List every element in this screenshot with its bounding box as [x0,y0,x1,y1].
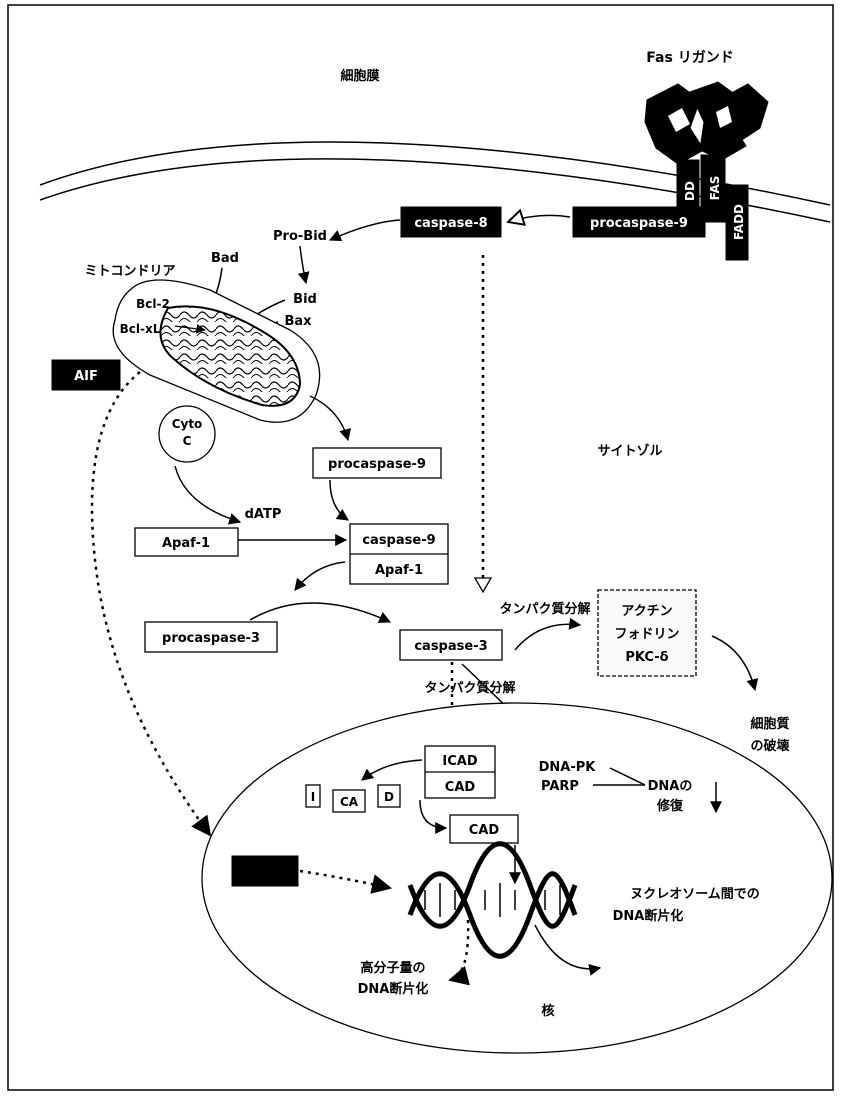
label-caspase8: caspase-8 [414,216,487,231]
label-fodrin: フォドリン [614,627,679,642]
arrow-procasp3-to-casp3 [250,603,390,622]
label-proteolysis1: タンパク質分解 [499,601,590,617]
label-apaf1: Apaf-1 [162,536,210,551]
label-pro-bid: Pro-Bid [273,229,327,244]
label-hmw1: 高分子量の [360,960,425,976]
label-actin: アクチン [621,604,672,619]
label-nucleosome1: ヌクレオソーム間での [630,887,760,902]
label-proteolysis2: タンパク質分解 [424,680,515,696]
label-mitochondria: ミトコンドリア [84,264,175,279]
open-arrowhead-casp8 [475,578,491,592]
arrow-probid-to-bid [300,246,306,283]
label-i-small: I [311,790,315,804]
label-cytoplasm-destroy2: の破壊 [750,738,790,754]
label-cytosol: サイトゾル [597,443,662,459]
label-dnapk: DNA-PK [539,760,597,775]
label-procaspase9-top: procaspase-9 [590,216,688,231]
label-cytoplasm-destroy1: 細胞質 [750,716,789,732]
label-caspase9: caspase-9 [362,533,435,548]
label-procaspase9-mid: procaspase-9 [328,457,426,472]
label-bid: Bid [293,292,317,307]
label-membrane: 細胞膜 [340,68,379,84]
label-apaf1-complex: Apaf-1 [375,563,423,578]
label-dd: DD [683,181,697,201]
label-pkc: PKC-δ [625,650,668,665]
label-fas-ligand: Fas リガンド [646,50,733,66]
label-dna-repair1: DNAの [648,779,693,794]
label-bclxl: Bcl-xL [120,322,161,336]
label-parp: PARP [541,779,579,794]
label-bcl2: Bcl-2 [136,297,170,311]
fas-ligand-shape [645,82,768,164]
label-fadd: FADD [732,204,746,240]
label-bad: Bad [211,251,239,266]
arrow-casp9-curl [295,562,345,590]
label-datp: dATP [245,507,282,522]
label-cad-free: CAD [469,823,500,838]
label-fas: FAS [708,176,722,201]
arrow-casp3-to-substrates [515,624,580,650]
label-nucleosome2: DNA断片化 [613,908,684,924]
label-procaspase3: procaspase-3 [162,631,260,646]
label-icad: ICAD [442,754,477,769]
arrow-procasp9-to-casp8 [508,215,570,222]
arrow-mito-to-procasp9 [310,396,348,440]
arrow-procasp9-to-casp9 [330,480,348,520]
label-aif-top: AIF [74,369,98,384]
label-caspase3: caspase-3 [414,639,487,654]
arrow-substrates-to-destroy [712,636,755,690]
arrow-cytoc-to-apaf [175,466,240,522]
label-bax: Bax [284,314,312,329]
label-nucleus: 核 [541,1003,554,1019]
label-cyto1: Cyto [172,417,203,431]
label-hmw2: DNA断片化 [358,981,429,997]
mito-cristae [160,306,300,406]
label-ca-small: CA [340,795,359,809]
aif-nucleus-box [232,856,298,886]
label-dna-repair2: 修復 [656,798,684,814]
label-cad-complex: CAD [445,780,476,795]
arrow-casp8-to-probid [330,220,400,240]
label-cyto2: C [183,434,192,448]
label-d-small: D [384,790,394,804]
